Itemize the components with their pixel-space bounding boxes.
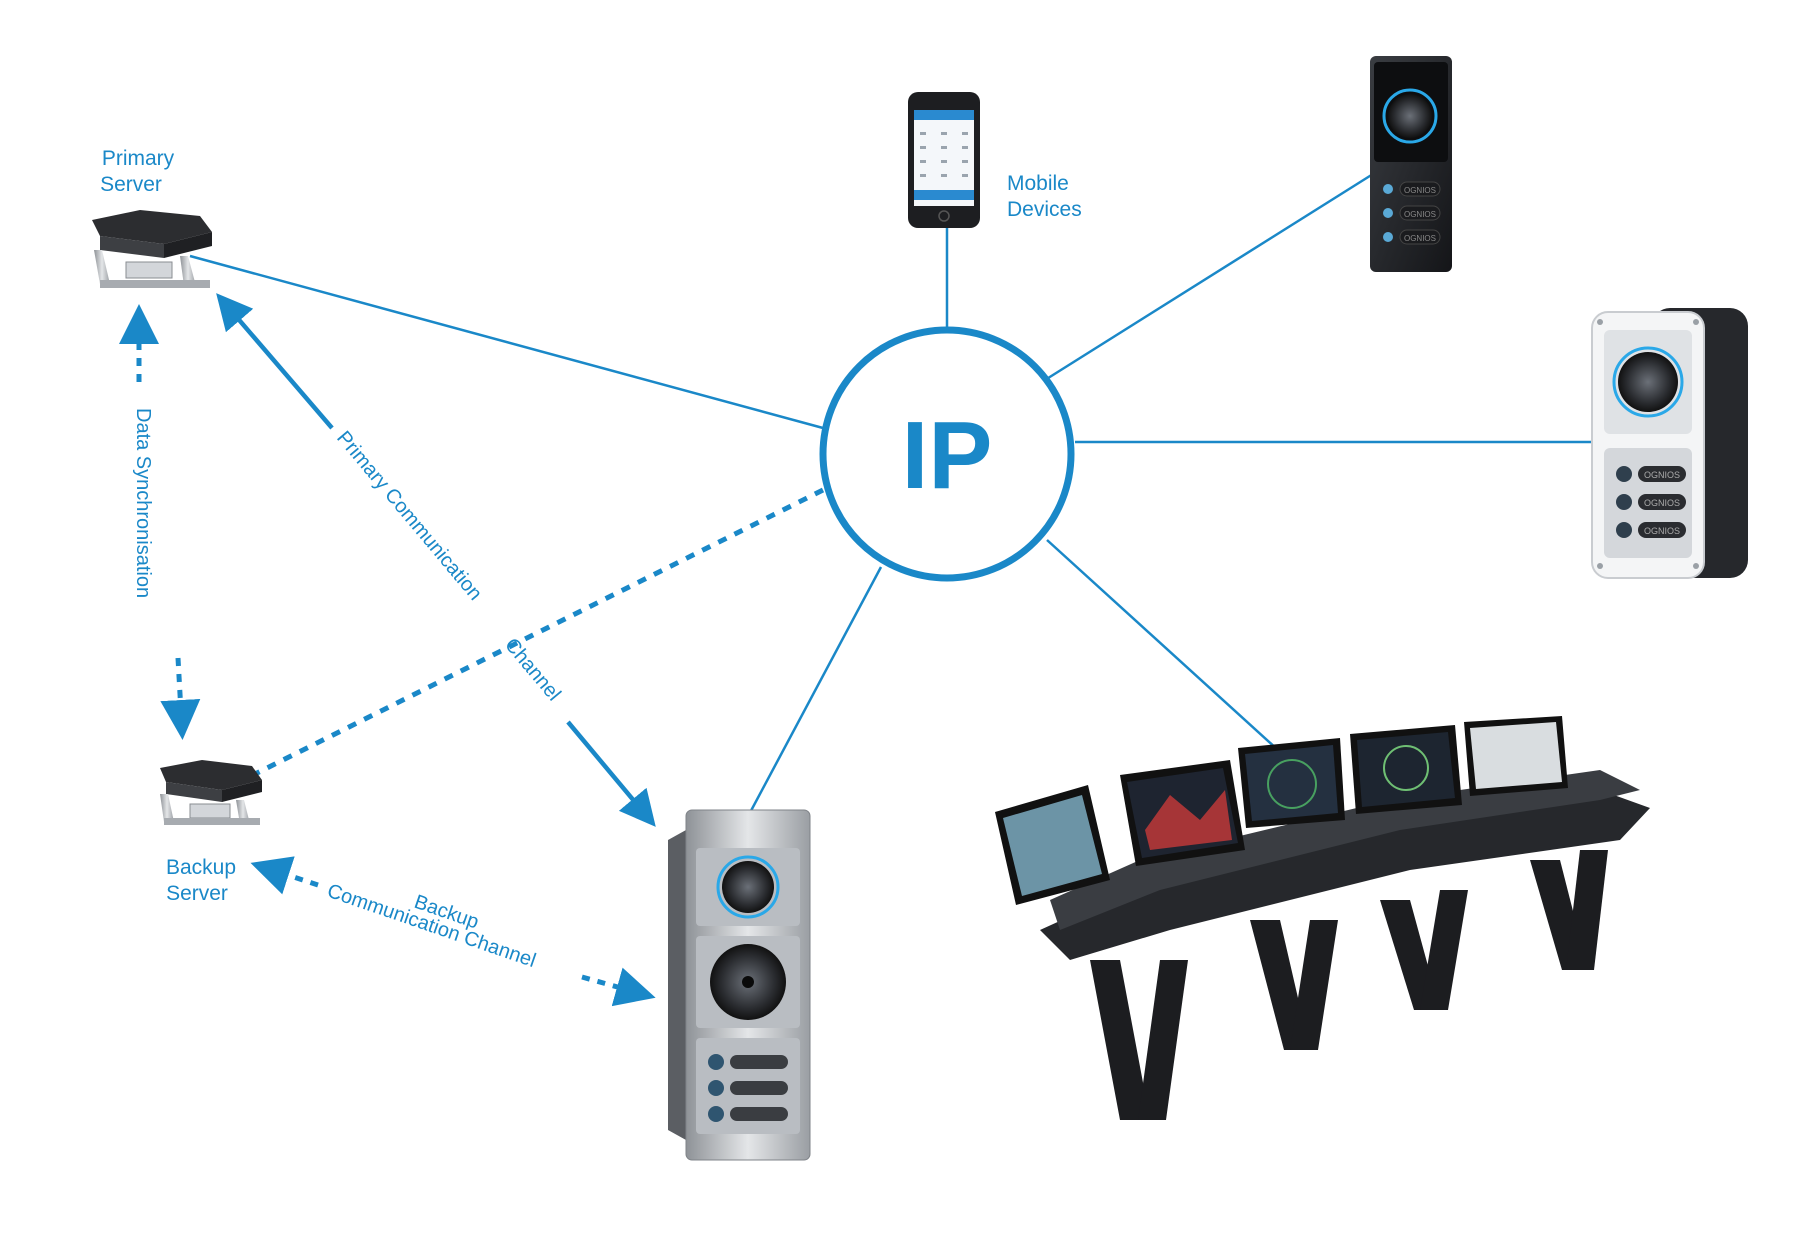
backup-channel-label-line2: Communication Channel (324, 880, 538, 972)
mobile-devices-label-line1: Mobile (1007, 172, 1069, 195)
backup-channel-arrows (250, 856, 656, 1007)
link-intercom-silver (743, 566, 883, 823)
primary-server-device (92, 210, 212, 288)
backup-link (253, 487, 825, 777)
console-screens (995, 716, 1568, 905)
primary-channel-arrow-up (216, 293, 334, 430)
backup-server-device (160, 760, 262, 825)
primary-server-label-line2: Server (100, 173, 162, 196)
intercom-white-device: OGNIOS OGNIOS OGNIOS (1591, 308, 1748, 579)
intercom-dark-device: OGNIOS OGNIOS OGNIOS (1370, 56, 1452, 272)
backup-server-label-line2: Server (166, 882, 228, 905)
intercom-white-buttons: OGNIOS OGNIOS OGNIOS (1616, 466, 1686, 538)
link-intercom-dark (1044, 172, 1374, 382)
primary-channel-label-line1: Primary Communication (332, 427, 486, 605)
intercom-silver-device (668, 809, 811, 1161)
backup-server-label-line1: Backup (166, 856, 236, 879)
link-console (1046, 539, 1279, 751)
intercom-white-button-label-2: OGNIOS (1644, 498, 1680, 508)
intercom-dark-button-label-1: OGNIOS (1404, 186, 1436, 195)
link-primary-server (189, 254, 824, 430)
ip-hub: IP (819, 326, 1075, 582)
backup-channel-arrow-right (581, 967, 656, 1007)
intercom-dark-buttons: OGNIOS OGNIOS OGNIOS (1383, 181, 1441, 245)
data-sync-arrow-down (160, 657, 201, 740)
intercom-silver-buttons (708, 1054, 788, 1122)
ip-hub-label: IP (902, 402, 993, 509)
primary-channel-label-line2: Channel (500, 634, 565, 705)
primary-channel-arrows (216, 293, 656, 827)
backup-channel-arrow-left (250, 856, 319, 895)
intercom-dark-button-label-2: OGNIOS (1404, 210, 1436, 219)
intercom-dark-button-label-3: OGNIOS (1404, 234, 1436, 243)
bridge-console-device (995, 716, 1650, 1120)
mobile-phone-device (908, 92, 980, 228)
link-backup-server-dotted (253, 487, 825, 777)
mobile-devices-label-line2: Devices (1007, 198, 1082, 221)
data-sync-label: Data Synchronisation (132, 408, 154, 598)
intercom-white-button-label-3: OGNIOS (1644, 526, 1680, 536)
data-sync-arrows (119, 304, 201, 740)
primary-channel-arrow-down (566, 720, 656, 827)
intercom-white-button-label-1: OGNIOS (1644, 470, 1680, 480)
network-links (189, 172, 1595, 823)
primary-server-label-line1: Primary (102, 147, 175, 170)
